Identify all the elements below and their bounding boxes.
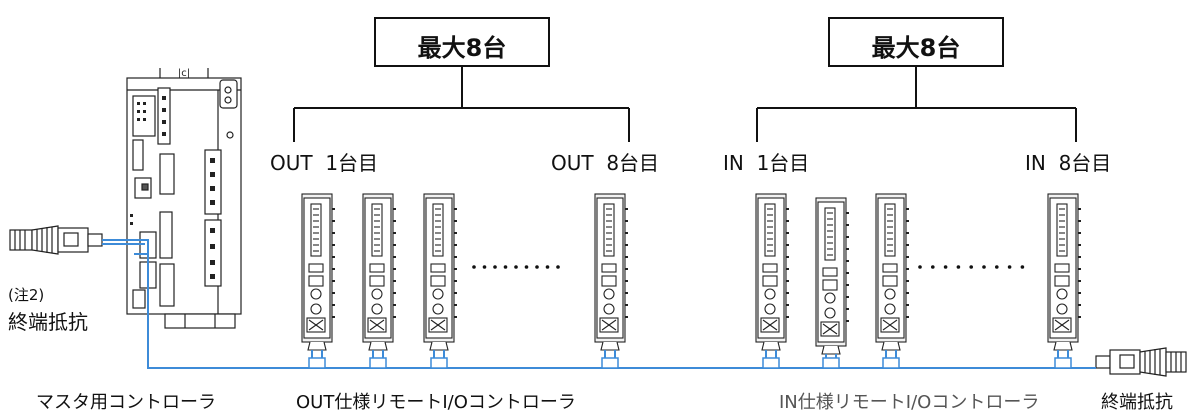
master-panel-mark: |c| — [178, 68, 190, 79]
right-terminator-label: 終端抵抗 — [1101, 392, 1173, 413]
out-unit-1 — [301, 193, 335, 369]
in-last-unit-label: IN 8台目 — [1025, 151, 1112, 175]
in-controller-caption: IN仕様リモートI/Oコントローラ — [779, 392, 1040, 413]
ellipsis-dots — [472, 265, 1025, 269]
remote-io-units — [301, 193, 1081, 369]
terminator-plug-right — [1095, 347, 1187, 377]
ellipsis-dot — [524, 265, 529, 269]
max-count-label-out: 最大8台 — [417, 34, 507, 62]
master-controller: |c| — [126, 68, 242, 329]
ellipsis-dot — [472, 265, 476, 269]
in-unit-2 — [815, 197, 849, 369]
ellipsis-dot — [1020, 265, 1025, 269]
in-unit-3 — [875, 193, 909, 369]
out-unit-3 — [423, 193, 457, 369]
out-first-unit-label: OUT 1台目 — [270, 151, 379, 175]
ellipsis-dot — [982, 265, 986, 269]
ellipsis-dot — [514, 265, 518, 269]
in-first-unit-label: IN 1台目 — [723, 151, 810, 175]
ellipsis-dot — [918, 265, 922, 269]
ellipsis-dot — [1007, 265, 1012, 269]
max-count-label-in: 最大8台 — [871, 34, 961, 62]
ellipsis-dot — [545, 265, 550, 269]
ellipsis-dot — [503, 265, 508, 269]
ellipsis-dot — [493, 265, 497, 269]
left-terminator-label: 終端抵抗 — [8, 310, 88, 334]
ellipsis-dot — [535, 265, 539, 269]
in-unit-1 — [755, 193, 789, 369]
out-unit-2 — [362, 193, 396, 369]
terminator-plug-left — [9, 225, 103, 255]
in-unit-8 — [1047, 193, 1081, 369]
ellipsis-dot — [995, 265, 999, 269]
ellipsis-dot — [931, 265, 935, 269]
grouping-brackets — [293, 17, 1077, 142]
ellipsis-dot — [969, 265, 973, 269]
out-unit-8 — [594, 193, 628, 369]
ellipsis-dot — [943, 265, 948, 269]
terminator-note: (注2) — [8, 286, 45, 304]
out-last-unit-label: OUT 8台目 — [551, 151, 660, 175]
network-cable — [102, 239, 1096, 369]
ellipsis-dot — [556, 265, 560, 269]
ellipsis-dot — [482, 265, 487, 269]
master-controller-caption: マスタ用コントローラ — [36, 392, 216, 413]
ellipsis-dot — [956, 265, 961, 269]
out-controller-caption: OUT仕様リモートI/Oコントローラ — [296, 392, 576, 413]
